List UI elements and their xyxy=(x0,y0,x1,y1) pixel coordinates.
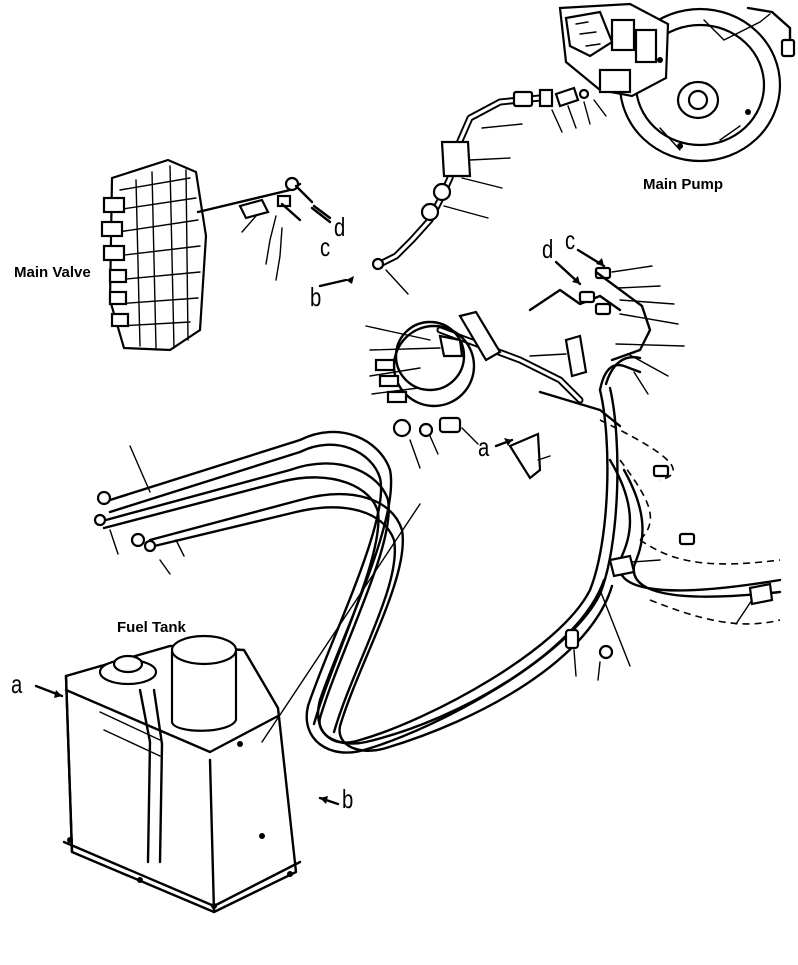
fuel-tank-caption: Fuel Tank xyxy=(117,619,186,636)
letter-c-right: c xyxy=(565,225,576,255)
pump-suction-hose xyxy=(318,86,607,295)
letter-a-clamp: a xyxy=(478,432,490,462)
letter-d-valve: d xyxy=(334,212,346,242)
letter-d-right: d xyxy=(542,234,554,264)
right-dashed-hoses xyxy=(528,248,782,681)
letter-b-pump: b xyxy=(310,282,322,312)
main-hose-loops xyxy=(93,355,642,754)
fuel-tank-drawing xyxy=(34,503,421,914)
a-clamp-arrow xyxy=(504,438,512,446)
hose-clamp-cluster xyxy=(365,310,588,480)
cd-valve-leader xyxy=(310,206,332,224)
letter-c-valve: c xyxy=(320,232,331,262)
main-valve-drawing xyxy=(100,158,332,352)
main-pump-drawing xyxy=(558,2,796,163)
main-pump-caption: Main Pump xyxy=(643,176,724,193)
letter-b-tank: b xyxy=(342,784,354,814)
letter-a-tank: a xyxy=(11,669,23,699)
main-valve-caption: Main Valve xyxy=(14,264,91,281)
